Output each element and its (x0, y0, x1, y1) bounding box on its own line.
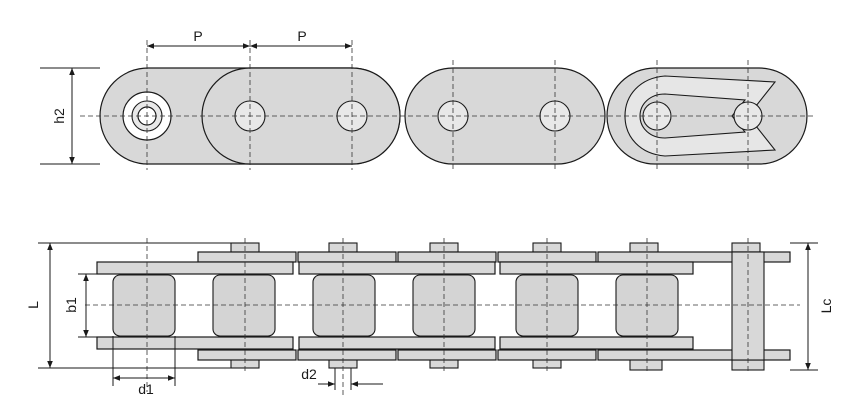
pin-diameter-label: d2 (301, 366, 317, 382)
outer-plate-bottom-1 (197, 349, 297, 361)
pitch-label-1: P (193, 28, 202, 44)
overall-length-label: L (25, 301, 41, 309)
roller-diameter-label: d1 (138, 381, 154, 397)
inner-plate-bottom-1 (96, 336, 294, 350)
chain-side-view: L b1 Lc d1 d2 (25, 238, 834, 397)
roller-2 (212, 274, 276, 337)
plate-height-label: h2 (51, 108, 67, 124)
roller-1 (112, 274, 176, 337)
chain-top-view: P P h2 (40, 28, 815, 170)
roller-3 (312, 274, 376, 337)
pitch-label-2: P (297, 28, 306, 44)
inner-plate-top-1 (96, 261, 294, 275)
inner-width-label: b1 (63, 297, 79, 313)
outer-plate-top-1 (197, 251, 297, 263)
connecting-length-label: Lc (818, 299, 834, 314)
